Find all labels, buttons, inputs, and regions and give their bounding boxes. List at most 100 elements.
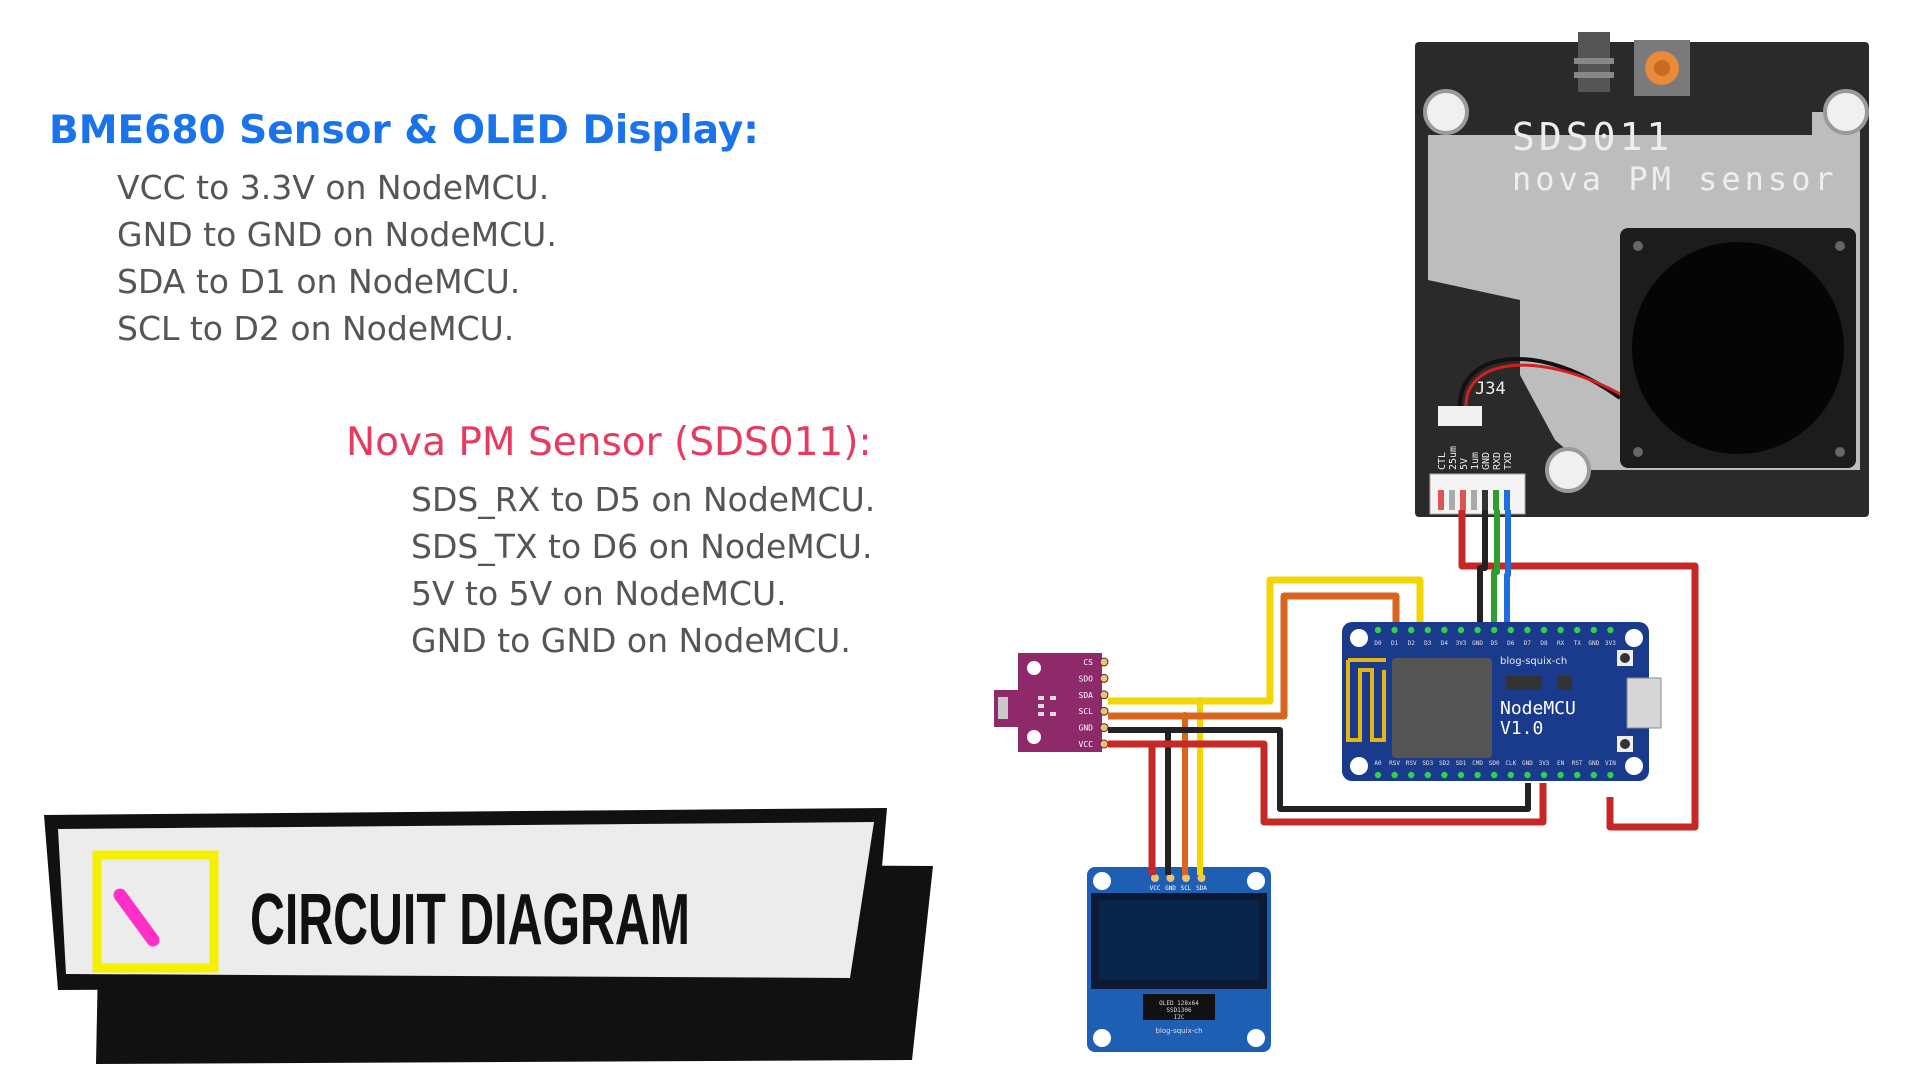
nodemcu-pin [1557,626,1564,634]
nodemcu-pin-label: D3 [1424,640,1432,647]
nodemcu-pin [1574,626,1581,634]
bme680-pin [1099,706,1109,716]
sds011-pin-label: 25um [1448,446,1459,470]
oled-pin-label: GND [1165,885,1176,892]
bme680-header: CS SDO SDA SCL GND VCC [1079,657,1109,749]
nodemcu-pin [1457,771,1465,779]
nodemcu-pin [1474,771,1481,779]
wire-vcc-mcu [1152,740,1547,826]
bme680-pin-label: GND [1079,724,1094,733]
nova-line: 5V to 5V on NodeMCU. [411,574,787,613]
wire-gnd [1108,727,1531,812]
nodemcu-pin-label: D4 [1441,640,1449,647]
nodemcu-pin-label: D0 [1374,640,1382,647]
nodemcu-pin-label: TX [1574,640,1582,647]
nodemcu-pin-label: VIN [1605,760,1616,767]
nodemcu-pin-label: EN [1557,760,1565,767]
sds011-pin-labels: CTL 25um 5V 1um GND RXD TXD [1437,446,1514,470]
bme680-pin [1099,657,1109,667]
wire-sda [1108,576,1424,705]
sds011-pin-label: CTL [1437,452,1448,470]
bme680-pin [1099,690,1109,700]
bme-line: VCC to 3.3V on NodeMCU. [117,168,550,207]
checkbox-icon [92,850,219,973]
nodemcu-pin [1507,626,1515,634]
nodemcu-pin-label: GND [1472,640,1483,647]
sds011-pin-label: GND [1481,452,1492,470]
sds011-pin-label: 1um [1470,452,1481,470]
bme680-pin-label: VCC [1079,740,1094,749]
nodemcu-pin [1491,771,1498,779]
wire-scl [1108,592,1400,720]
banner-title: CIRCUIT DIAGRAM [250,880,690,960]
nodemcu-pin [1607,626,1614,634]
oled-pin [1197,874,1206,882]
nodemcu-version: V1.0 [1500,718,1543,739]
nodemcu-pin [1474,626,1481,634]
sds011-pin-label: RXD [1492,452,1503,470]
nodemcu-pin-label: SD3 [1422,760,1433,767]
nodemcu-pin-label: RX [1557,640,1565,647]
nodemcu-pin-label: 3V3 [1605,640,1616,647]
nodemcu-pin [1441,771,1448,779]
nodemcu-pin [1391,626,1398,634]
bme680-pin-label: CS [1083,658,1093,667]
nodemcu-brand: blog-squix-ch [1500,656,1567,667]
bme-line: SCL to D2 on NodeMCU. [117,309,515,348]
wire-vcc [1108,740,1156,875]
nodemcu-pin-label: D6 [1507,640,1515,647]
nodemcu-pin [1441,626,1448,634]
nodemcu-pin [1408,771,1415,779]
nodemcu-pin-label: D5 [1491,640,1499,647]
nodemcu-pin-label: D1 [1391,640,1399,647]
nodemcu-pin [1491,626,1498,634]
nodemcu-pin [1408,626,1415,634]
bme680-board: CS SDO SDA SCL GND VCC [994,653,1109,752]
nodemcu-pin [1540,771,1548,779]
bme680-pin [1099,673,1109,683]
nodemcu-pin [1374,626,1382,634]
nodemcu-pin [1424,626,1432,634]
oled-pin [1166,874,1175,882]
nodemcu-pin [1574,771,1581,779]
nodemcu-pin-label: 3V3 [1456,640,1467,647]
nodemcu-pin [1524,771,1531,779]
nodemcu-pin [1507,771,1515,779]
wire-sds-rxd [1491,510,1500,622]
circuit-diagram-banner: CIRCUIT DIAGRAM [44,808,933,1064]
nodemcu-pin-label: SD2 [1439,760,1450,767]
sds011-sensor: SDS011 nova PM sensor J34 CTL 25um 5V 1u… [1415,32,1869,517]
nodemcu-pin-label: GND [1588,760,1599,767]
bme680-pin [1099,723,1109,733]
nodemcu-pin [1424,771,1432,779]
nodemcu-pin [1590,626,1598,634]
bme680-pin-label: SDA [1079,691,1094,700]
nodemcu-name: NodeMCU [1500,698,1576,719]
sds011-pin-header [1429,473,1526,515]
bme-heading: BME680 Sensor & OLED Display: [49,108,759,153]
nodemcu-pin [1457,626,1465,634]
nodemcu-pin-label: RSV [1389,760,1400,767]
nodemcu-pin-label: SD0 [1489,760,1500,767]
nodemcu-pin-label: 3V3 [1539,760,1550,767]
sds011-subtitle: nova PM sensor [1512,160,1838,198]
nodemcu-pin-label: D8 [1540,640,1548,647]
nodemcu-pin [1540,626,1548,634]
sds011-pin-label: 5V [1459,458,1470,470]
sds011-connector-label: J34 [1475,379,1506,399]
nova-line: GND to GND on NodeMCU. [411,621,851,660]
check-mark-icon [113,888,160,947]
bme-line: GND to GND on NodeMCU. [117,215,557,254]
bme680-pin [1099,739,1109,749]
bme680-pin-label: SCL [1079,707,1094,716]
bme680-pin-label: SDO [1079,674,1094,683]
oled-label: SSD1306 [1166,1007,1192,1014]
nodemcu-pin-label: CMD [1472,760,1483,767]
oled-label: OLED 128x64 [1159,1000,1199,1007]
nova-line: SDS_TX to D6 on NodeMCU. [411,527,873,566]
nodemcu-pin [1524,626,1531,634]
